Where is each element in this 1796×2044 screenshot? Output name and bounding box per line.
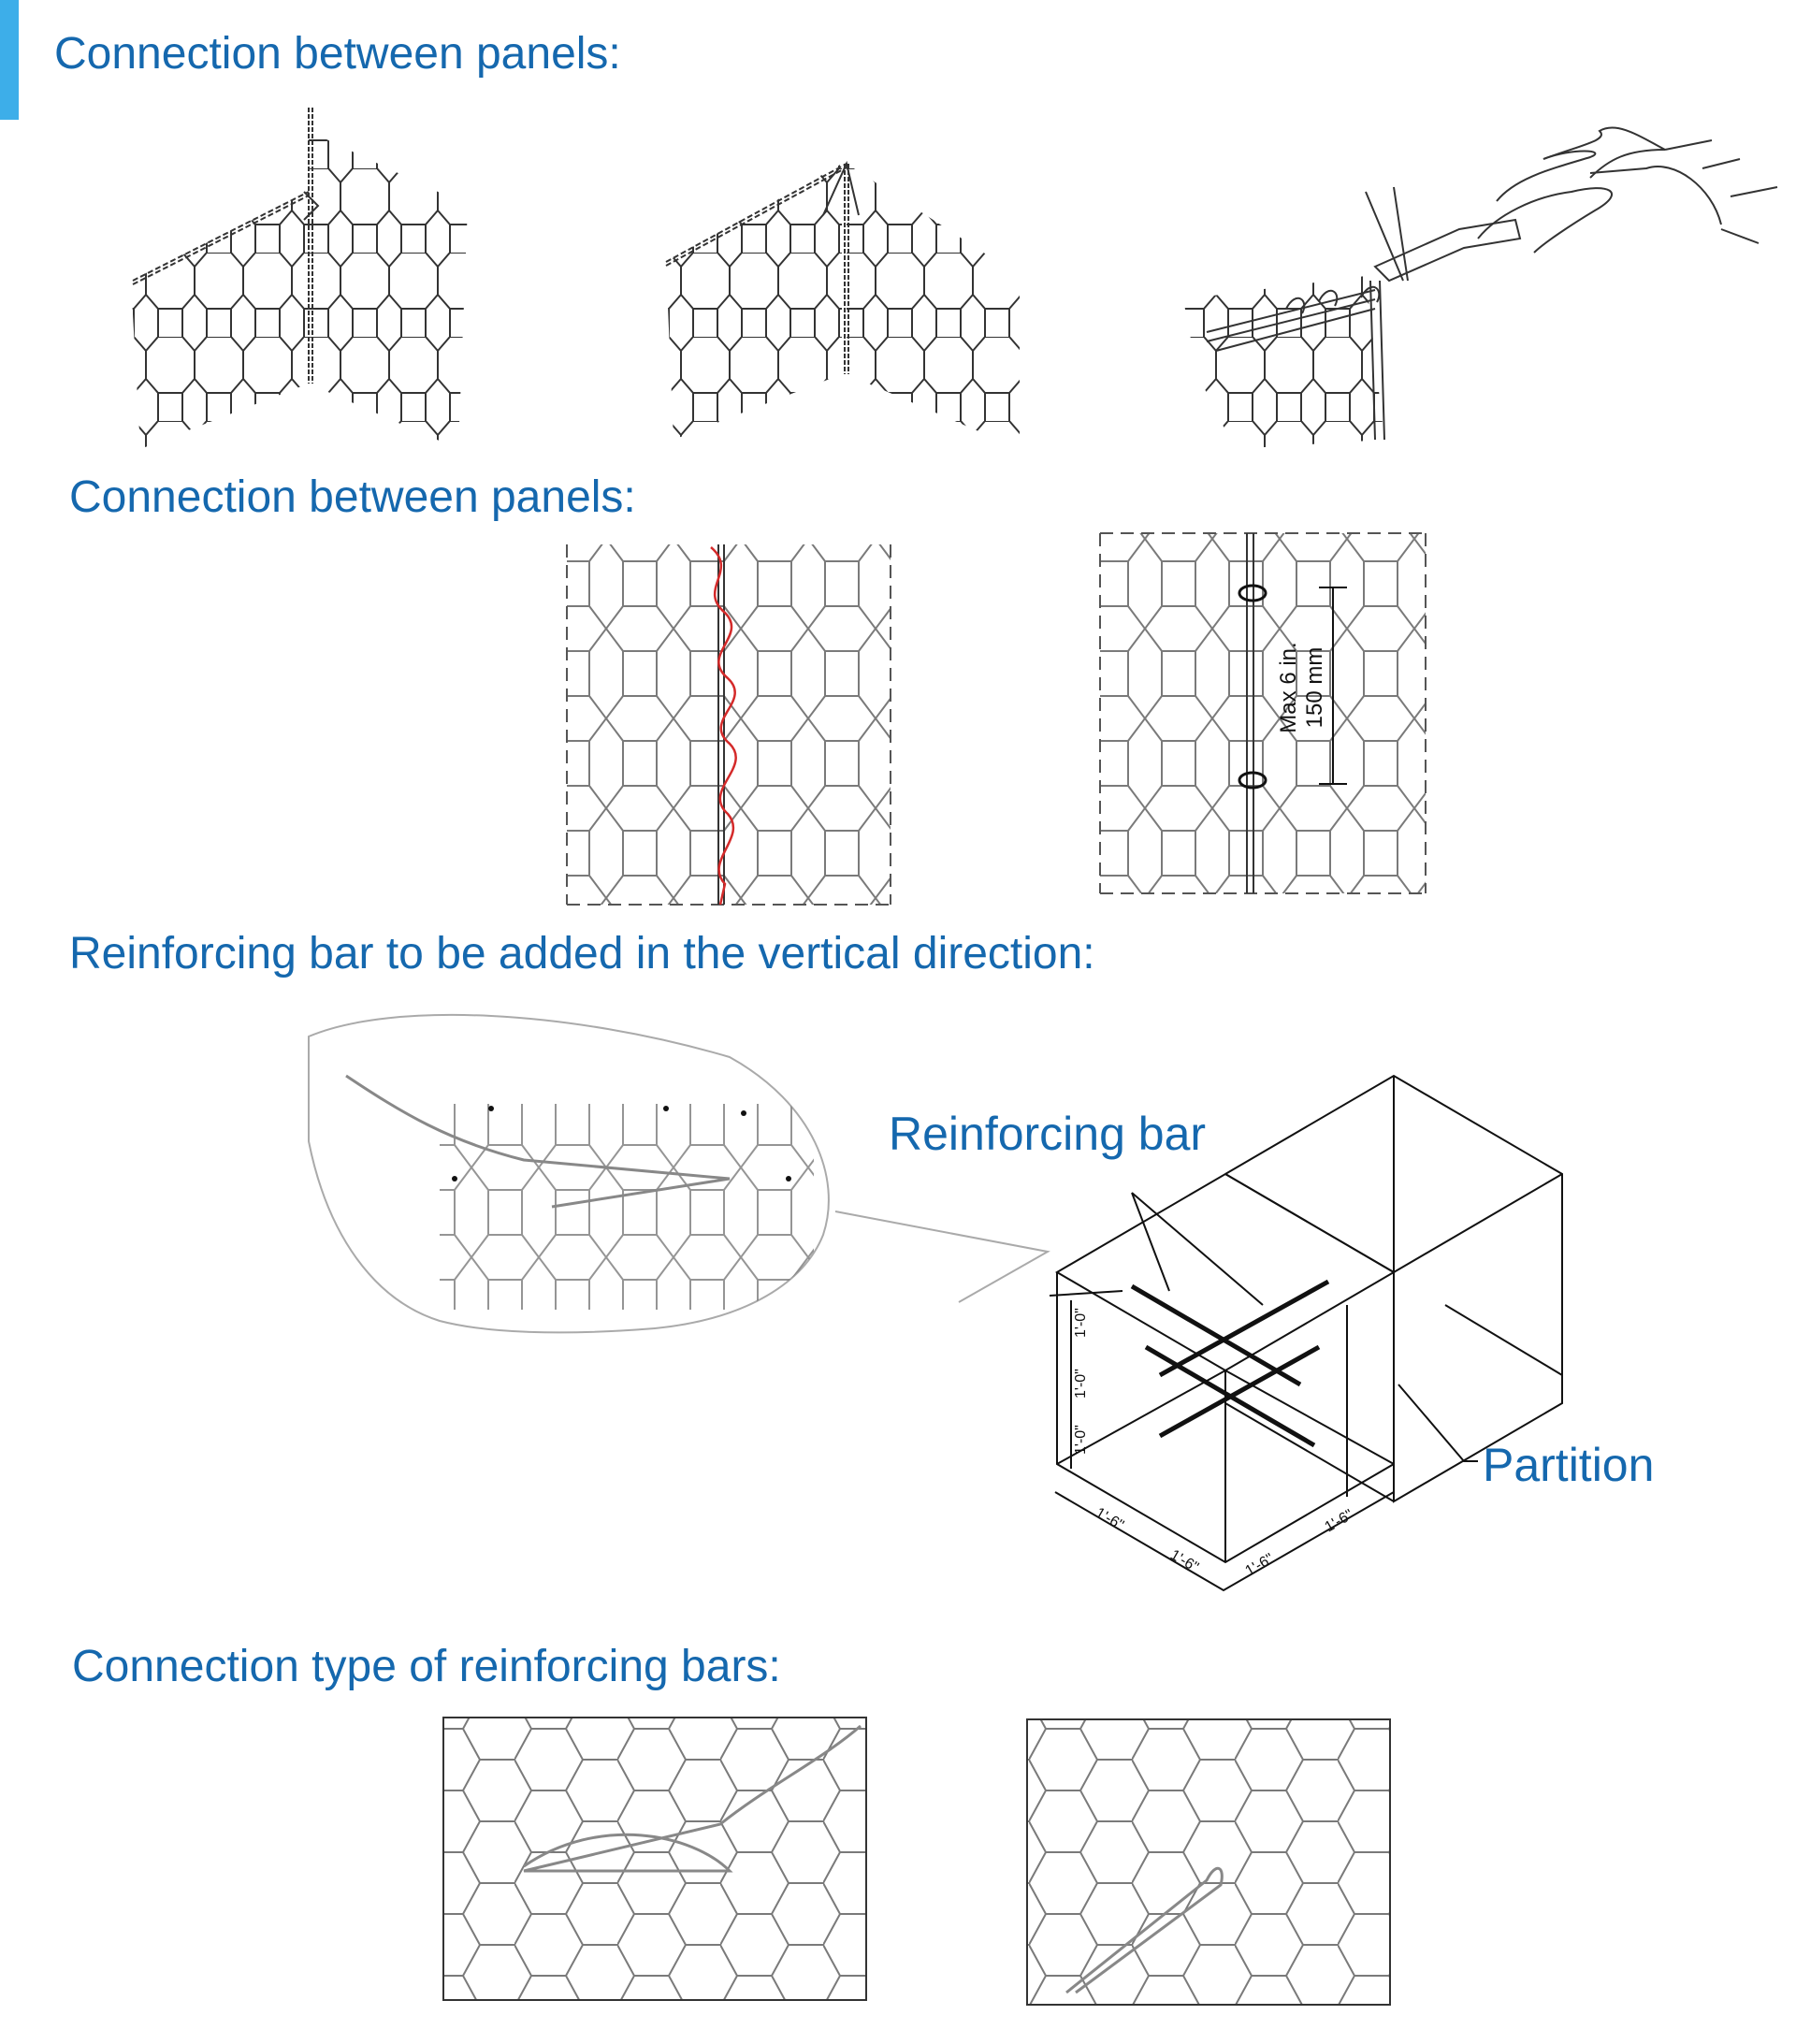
accent-bar xyxy=(0,0,19,120)
ring-fastener-bottom xyxy=(1238,771,1267,790)
partition-label: Partition xyxy=(1483,1439,1655,1491)
section-title-bar-connection: Connection type of reinforcing bars: xyxy=(72,1642,781,1691)
ring-fastener-panel: Max 6 in. 150 mm xyxy=(1099,532,1427,894)
ring-fastener-top xyxy=(1238,584,1267,602)
spacing-metric-label: 150 mm xyxy=(1302,647,1327,729)
section-title-panels-1: Connection between panels: xyxy=(54,29,621,79)
dim-length-1: 1'-6" xyxy=(1093,1505,1126,1534)
spacing-imperial-label: Max 6 in. xyxy=(1276,642,1301,732)
dim-height-3: 1'-0" xyxy=(1073,1425,1089,1455)
bar-connection-panel-1 xyxy=(442,1717,867,2001)
reinforcing-bar-label: Reinforcing bar xyxy=(889,1108,1207,1160)
lacing-wire-panel xyxy=(566,544,891,906)
reinforcing-detail-callout xyxy=(308,1013,1050,1334)
panel-connection-sketch-3 xyxy=(1183,276,1385,449)
lacing-wire xyxy=(710,546,737,906)
pliers-hand-icon xyxy=(1365,126,1778,283)
panel-connection-sketch-2 xyxy=(665,160,1020,449)
section-title-reinforcing: Reinforcing bar to be added in the verti… xyxy=(69,929,1095,979)
dim-height-1: 1'-0" xyxy=(1073,1308,1089,1338)
dim-length-2: 1'-6" xyxy=(1167,1547,1201,1576)
bar-connection-panel-2 xyxy=(1026,1718,1391,2006)
section-title-panels-2: Connection between panels: xyxy=(69,472,636,522)
dim-length-3: 1'-6" xyxy=(1243,1551,1277,1580)
dim-height-2: 1'-0" xyxy=(1073,1369,1089,1399)
panel-connection-sketch-1 xyxy=(131,108,468,449)
dim-length-4: 1'-6" xyxy=(1323,1507,1356,1536)
